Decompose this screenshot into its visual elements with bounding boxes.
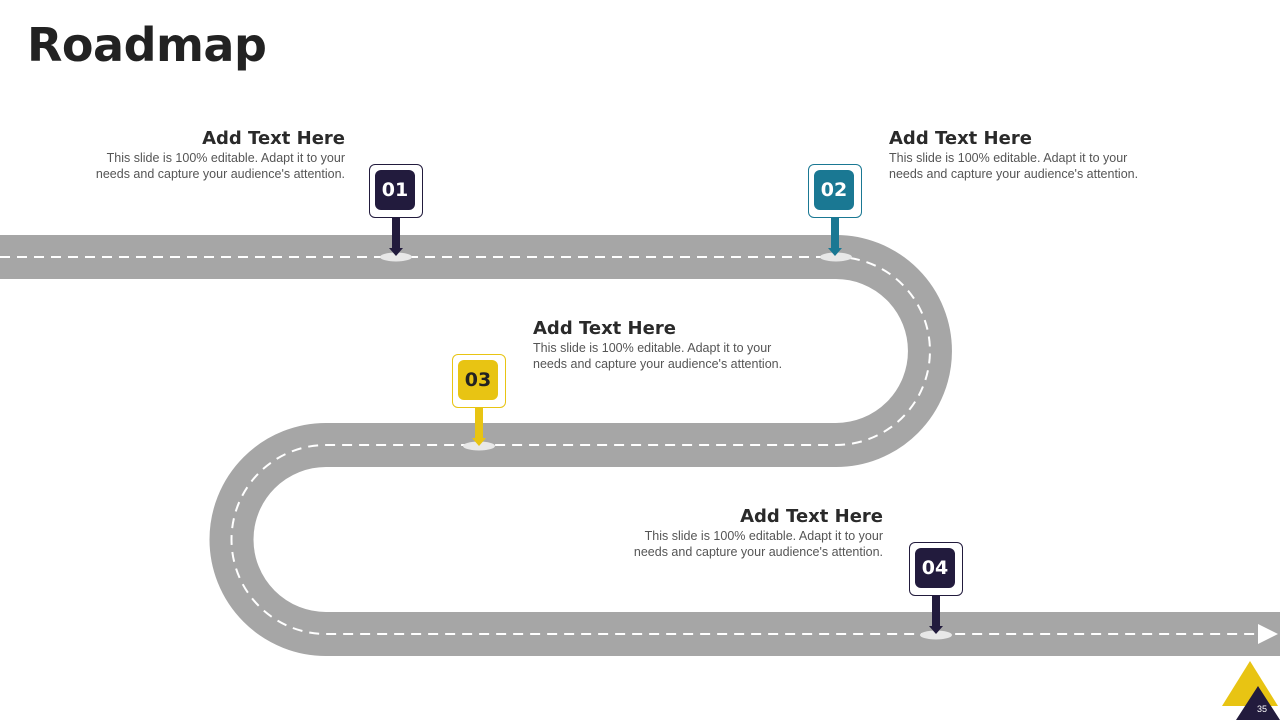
step-02-text-block: Add Text Here This slide is 100% editabl… [889, 128, 1189, 182]
road-end-arrow-icon [1258, 624, 1278, 644]
step-02-pin-arrow-icon [828, 248, 842, 256]
marker-shadow-01 [380, 252, 412, 262]
step-01-pin-stem [392, 218, 400, 250]
step-01-description-line1: This slide is 100% editable. Adapt it to… [106, 151, 345, 165]
road-center-dashes [0, 256, 1258, 635]
step-03-pin-arrow-icon [472, 438, 486, 446]
page-number: 35 [1256, 704, 1267, 714]
page-title: Roadmap [27, 18, 267, 72]
step-03-text-block: Add Text Here This slide is 100% editabl… [533, 318, 833, 372]
step-04-text-block: Add Text Here This slide is 100% editabl… [583, 506, 883, 560]
step-01-pin-arrow-icon [389, 248, 403, 256]
step-04-pin-stem [932, 596, 940, 628]
step-01-description-line2: needs and capture your audience's attent… [95, 167, 345, 181]
step-01-heading: Add Text Here [202, 128, 345, 149]
step-01-number-badge: 01 [375, 170, 415, 210]
step-04-pin-arrow-icon [929, 626, 943, 634]
step-02-description-line1: This slide is 100% editable. Adapt it to… [889, 151, 1128, 165]
step-03-heading: Add Text Here [533, 318, 676, 339]
step-04-heading: Add Text Here [740, 506, 883, 527]
step-03-description-line2: needs and capture your audience's attent… [533, 357, 783, 371]
step-04-number-badge: 04 [915, 548, 955, 588]
step-02-number-badge: 02 [814, 170, 854, 210]
step-03-number-badge: 03 [458, 360, 498, 400]
step-02-heading: Add Text Here [889, 128, 1032, 149]
step-02-pin-stem [831, 218, 839, 250]
step-04-description-line1: This slide is 100% editable. Adapt it to… [644, 529, 883, 543]
step-02-description-line2: needs and capture your audience's attent… [889, 167, 1139, 181]
step-04-description-line2: needs and capture your audience's attent… [633, 545, 883, 559]
step-03-pin-stem [475, 408, 483, 440]
step-01-text-block: Add Text Here This slide is 100% editabl… [45, 128, 345, 182]
step-03-description-line1: This slide is 100% editable. Adapt it to… [533, 341, 772, 355]
marker-shadow-04 [920, 630, 952, 640]
marker-shadow-03 [463, 441, 495, 451]
corner-triangle-logo-icon [1222, 661, 1280, 720]
